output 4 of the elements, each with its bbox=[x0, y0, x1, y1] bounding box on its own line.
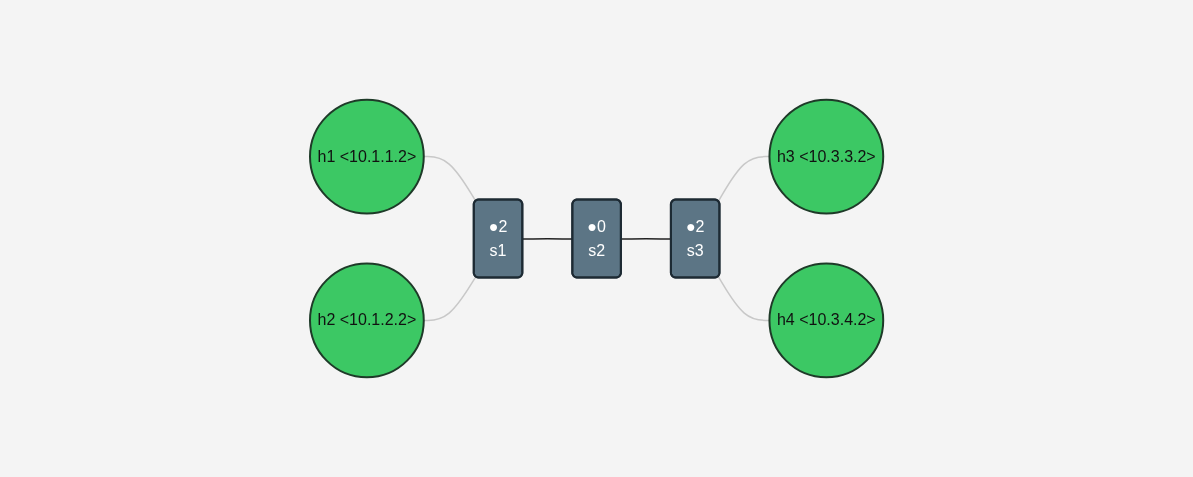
node-circle: h2 <10.1.2.2> bbox=[308, 262, 425, 379]
node-circle: h4 <10.3.4.2> bbox=[768, 262, 885, 379]
node-circle: h3 <10.3.3.2> bbox=[768, 98, 885, 215]
node-circle: h1 <10.1.1.2> bbox=[308, 98, 425, 215]
